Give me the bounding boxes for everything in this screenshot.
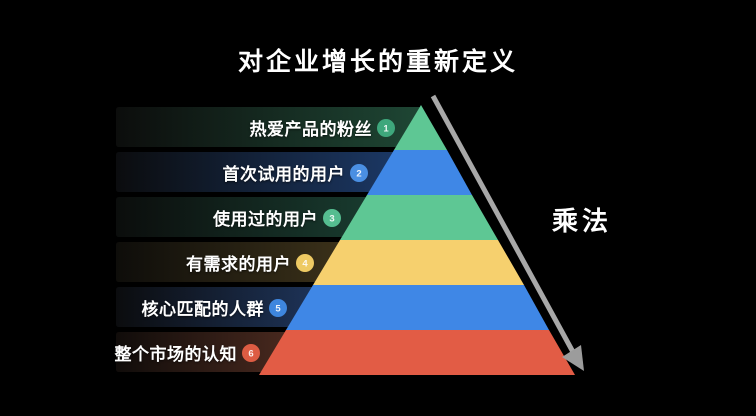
layer-5-segment — [286, 285, 549, 330]
badge-number: 2 — [356, 168, 361, 179]
slide-title: 对企业增长的重新定义 — [237, 48, 518, 76]
layer-1-segment — [394, 105, 447, 150]
layer-number-badge: 4 — [296, 253, 314, 272]
badge-number: 3 — [329, 213, 334, 224]
layer-label: 整个市场的认知 — [114, 345, 237, 364]
layer-1-dark-band — [116, 107, 420, 147]
badge-number: 1 — [383, 123, 389, 134]
layer-6-dark-band — [116, 332, 285, 372]
layer-number-badge: 3 — [323, 208, 341, 227]
badge-number: 6 — [248, 348, 253, 359]
badge-number: 5 — [275, 303, 281, 314]
badge-number: 4 — [302, 258, 308, 269]
layer-label: 首次试用的用户 — [222, 165, 345, 184]
layer-number-badge: 5 — [269, 298, 287, 317]
layer-label: 使用过的用户 — [213, 210, 318, 229]
layer-number-badge: 2 — [350, 163, 368, 182]
layer-number-badge: 1 — [377, 118, 395, 137]
layer-5-dark-band — [116, 287, 312, 327]
layer-3-segment — [340, 195, 498, 240]
arrow-shaft — [430, 94, 576, 354]
layer-label: 有需求的用户 — [186, 255, 291, 274]
layer-row-1: 热爱产品的粉丝 1 — [116, 105, 395, 150]
layer-label: 热爱产品的粉丝 — [249, 120, 372, 139]
layer-2-segment — [367, 150, 472, 195]
layer-6-segment — [259, 330, 575, 375]
layer-number-badge: 6 — [242, 343, 260, 362]
layer-label: 核心匹配的人群 — [141, 300, 264, 319]
growth-arrow — [430, 94, 584, 371]
layer-row-2: 首次试用的用户 2 — [116, 150, 368, 195]
layer-row-5: 核心匹配的人群 5 — [116, 285, 287, 330]
layer-4-dark-band — [116, 242, 339, 282]
layer-2-dark-band — [116, 152, 393, 192]
arrow-head-icon — [562, 345, 584, 371]
layer-4-segment — [313, 240, 524, 285]
multiplication-label: 乘法 — [552, 206, 613, 236]
layer-row-4: 有需求的用户 4 — [116, 240, 314, 285]
layer-row-3: 使用过的用户 3 — [116, 195, 341, 240]
layer-3-dark-band — [116, 197, 366, 237]
layer-row-6: 整个市场的认知 6 — [114, 330, 260, 375]
